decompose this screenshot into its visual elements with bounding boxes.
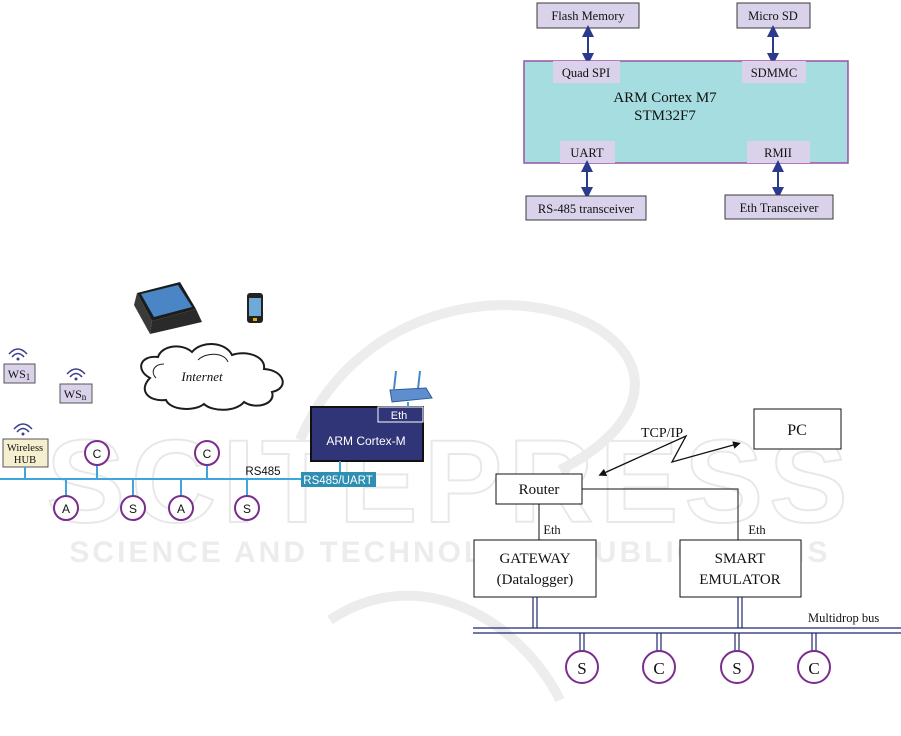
sensor-network-diagram: Internet WS1 WSn Wir [0, 282, 433, 521]
rs485-transceiver-block [525, 195, 647, 221]
rs485-bus-label: RS485 [245, 466, 280, 478]
rmii-port [747, 141, 810, 163]
uart-label: UART [570, 146, 604, 160]
smart-emulator-label-1: SMART [715, 551, 766, 567]
watermark-book-mark [295, 300, 640, 703]
rs485-uart-label: RS485/UART [303, 475, 372, 487]
wifi-signal-icon [8, 348, 28, 361]
tcpip-link-arrow [598, 434, 741, 476]
router-block [495, 473, 583, 505]
smart-emulator-block [679, 539, 802, 598]
uart-port [560, 141, 615, 163]
quad-spi-label: Quad SPI [562, 66, 610, 80]
eth-port [377, 406, 424, 423]
watermark-title: SCITEPRESS [46, 416, 854, 548]
quad-spi-port [553, 61, 620, 83]
ws1-node [3, 363, 36, 384]
network-node-label: A [177, 502, 185, 516]
tcpip-label: TCP/IP [641, 426, 683, 441]
gateway-system-diagram: PC TCP/IP Router Eth Eth GATEWAY (Datalo… [473, 408, 901, 684]
arm-cortex-m-label: ARM Cortex-M [326, 434, 405, 448]
network-node-label: C [93, 447, 102, 461]
multidrop-bus-label: Multidrop bus [808, 611, 879, 625]
router-label: Router [519, 482, 560, 498]
flash-memory-label: Flash Memory [551, 9, 625, 23]
wifi-router-icon [389, 370, 433, 403]
rs485-uart-port [301, 472, 376, 487]
gateway-label-2: (Datalogger) [497, 572, 574, 588]
gateway-label-1: GATEWAY [499, 551, 570, 567]
mcu-title-line2: STM32F7 [634, 108, 696, 124]
wifi-signal-icon [13, 423, 33, 436]
eth-right-label: Eth [748, 523, 766, 537]
gateway-block [473, 539, 597, 598]
network-node [194, 440, 220, 466]
bus-node-label: S [732, 659, 741, 678]
ws1-label: WS1 [8, 367, 31, 382]
rmii-label: RMII [764, 146, 792, 160]
smart-emulator-label-2: EMULATOR [699, 572, 780, 588]
laptop-icon [134, 282, 202, 334]
eth-port-label: Eth [391, 410, 408, 422]
bus-node-label: C [653, 659, 664, 678]
internet-cloud-icon [140, 343, 284, 411]
mcu-block-diagram: Flash Memory Micro SD Quad SPI SDMMC ARM… [523, 2, 849, 221]
network-node [168, 495, 194, 521]
wifi-signal-icon [66, 368, 86, 381]
network-node-label: C [203, 447, 212, 461]
wireless-hub-label-2: HUB [14, 455, 36, 466]
router-emulator-link [582, 488, 739, 540]
sdmmc-port [742, 61, 806, 83]
network-node-label: S [243, 502, 251, 516]
internet-label: Internet [180, 369, 223, 384]
flash-memory-block [536, 2, 640, 29]
wireless-hub-label-1: Wireless [7, 443, 43, 454]
network-node-label: A [62, 502, 70, 516]
network-node [120, 495, 146, 521]
bus-node-label: C [808, 659, 819, 678]
pc-label: PC [787, 422, 807, 439]
eth-transceiver-label: Eth Transceiver [740, 201, 820, 215]
network-node [84, 440, 110, 466]
rs485-transceiver-label: RS-485 transceiver [538, 202, 635, 216]
network-node [234, 495, 260, 521]
wireless-hub [2, 438, 49, 468]
eth-transceiver-block [724, 194, 834, 220]
pc-block [753, 408, 842, 450]
bus-node [797, 650, 831, 684]
smartphone-icon [247, 293, 263, 323]
mcu-title-line1: ARM Cortex M7 [613, 90, 717, 106]
network-node-label: S [129, 502, 137, 516]
wsn-label: WSn [64, 387, 87, 402]
micro-sd-label: Micro SD [748, 9, 798, 23]
bus-node [642, 650, 676, 684]
wsn-node [59, 383, 93, 404]
bus-node [565, 650, 599, 684]
network-node [53, 495, 79, 521]
bus-node-label: S [577, 659, 586, 678]
eth-left-label: Eth [543, 523, 561, 537]
sdmmc-label: SDMMC [751, 66, 798, 80]
bus-node [720, 650, 754, 684]
